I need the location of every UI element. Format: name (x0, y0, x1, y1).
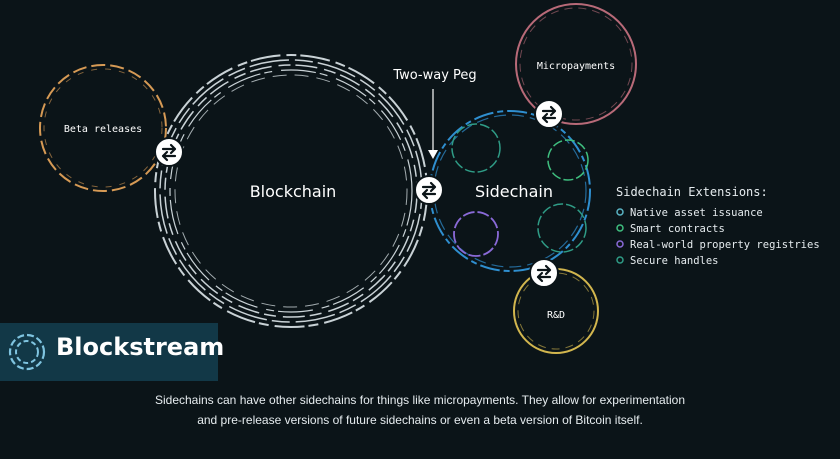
legend-label: Real-world property registries (630, 239, 820, 251)
swap-arrows-icon (154, 137, 184, 167)
sub-sidechain-property (453, 211, 499, 257)
legend-bullet-icon (616, 256, 624, 264)
beta-releases-circle: Beta releases (39, 64, 167, 192)
blockchain-label: Blockchain (250, 182, 337, 201)
caption-line-1: Sidechains can have other sidechains for… (154, 393, 686, 407)
rd-label: R&D (547, 310, 565, 321)
extensions-legend: Sidechain Extensions: Native asset issua… (616, 185, 820, 267)
sub-sidechain-smart (547, 139, 589, 181)
legend-bullet-icon (616, 224, 624, 232)
micropayments-circle: Micropayments (515, 3, 637, 125)
swap-arrows-icon (529, 258, 559, 288)
sub-sidechain-secure (451, 123, 501, 173)
swap-arrows-icon (414, 175, 444, 205)
brand-name: Blockstream (56, 333, 225, 361)
legend-item: Smart contracts (616, 223, 725, 235)
sub-sidechain-asset (537, 203, 587, 253)
legend-bullet-icon (616, 240, 624, 248)
legend-item: Native asset issuance (616, 207, 763, 219)
legend-item: Secure handles (616, 255, 719, 267)
two-way-peg-label: Two-way Peg (392, 68, 476, 83)
legend-title: Sidechain Extensions: (616, 185, 768, 199)
beta-releases-label: Beta releases (64, 124, 142, 135)
sidechain-circle: Sidechain (429, 110, 591, 272)
legend-label: Secure handles (630, 255, 719, 267)
legend-bullet-icon (616, 208, 624, 216)
blockchain-circle: Blockchain (154, 54, 428, 328)
peg-pointer-arrow (428, 89, 438, 159)
sidechain-label: Sidechain (475, 182, 553, 201)
blockstream-logo: Blockstream (0, 323, 224, 381)
legend-label: Native asset issuance (630, 207, 763, 219)
legend-item: Real-world property registries (616, 239, 820, 251)
blockstream-logo-icon (8, 333, 46, 371)
legend-label: Smart contracts (630, 223, 725, 235)
micropayments-label: Micropayments (537, 61, 615, 72)
caption-line-2: and pre-release versions of future sidec… (197, 413, 643, 427)
swap-arrows-icon (534, 99, 564, 129)
